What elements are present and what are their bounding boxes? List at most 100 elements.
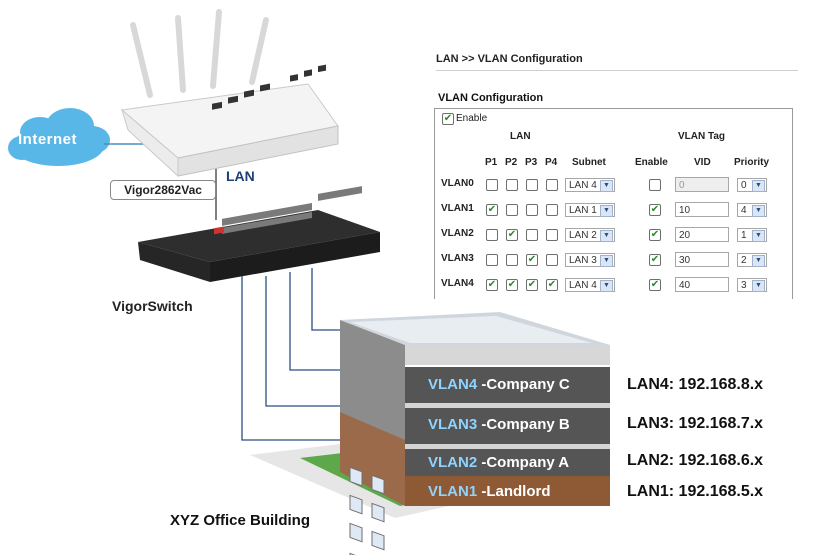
breadcrumb: LAN >> VLAN Configuration	[436, 53, 583, 65]
priority-select[interactable]: 2▼	[737, 253, 767, 267]
floor-label: VLAN2 -Company A	[428, 454, 569, 471]
port-checkbox-p3[interactable]: ✔	[526, 254, 538, 266]
lan-subnet-label: LAN2: 192.168.6.x	[627, 452, 764, 469]
switch-icon	[138, 186, 380, 282]
floor-tenant: -Company A	[481, 454, 570, 471]
building-icon	[340, 312, 610, 555]
floor-vlan: VLAN4	[428, 376, 478, 393]
lan-subnet-label: LAN3: 192.168.7.x	[627, 415, 764, 432]
priority-value: 1	[741, 230, 747, 241]
priority-value: 3	[741, 280, 747, 291]
port-checkbox-p1[interactable]	[486, 179, 498, 191]
vid-input[interactable]: 0	[675, 177, 729, 192]
col-header-subnet: Subnet	[572, 157, 606, 168]
port-checkbox-p3[interactable]	[526, 229, 538, 241]
enable-checkbox[interactable]: ✔	[442, 113, 454, 125]
port-checkbox-p1[interactable]	[486, 229, 498, 241]
chevron-down-icon: ▼	[752, 280, 765, 292]
priority-value: 4	[741, 205, 747, 216]
port-checkbox-p3[interactable]: ✔	[526, 279, 538, 291]
subnet-value: LAN 1	[569, 205, 597, 216]
chevron-down-icon: ▼	[600, 280, 613, 292]
subnet-value: LAN 3	[569, 255, 597, 266]
floor-label: VLAN4 -Company C	[428, 376, 570, 393]
port-checkbox-p2[interactable]	[506, 204, 518, 216]
lan-subnet-label: LAN1: 192.168.5.x	[627, 483, 764, 500]
col-header-p3: P3	[525, 157, 538, 168]
port-checkbox-p4[interactable]	[546, 179, 558, 191]
tag-enable-checkbox[interactable]: ✔	[649, 254, 661, 266]
floor-vlan: VLAN2	[428, 454, 478, 471]
port-checkbox-p1[interactable]: ✔	[486, 279, 498, 291]
floor-tenant: -Company B	[481, 416, 570, 433]
col-header-enable: Enable	[635, 157, 668, 168]
tag-enable-checkbox[interactable]: ✔	[649, 229, 661, 241]
lan-subnet-label: LAN4: 192.168.8.x	[627, 376, 764, 393]
tag-enable-checkbox[interactable]	[649, 179, 661, 191]
port-checkbox-p1[interactable]: ✔	[486, 204, 498, 216]
floor-label: VLAN1 -Landlord	[428, 483, 551, 500]
port-checkbox-p2[interactable]: ✔	[506, 229, 518, 241]
breadcrumb-divider	[436, 70, 798, 71]
port-checkbox-p1[interactable]	[486, 254, 498, 266]
col-header-p1: P1	[485, 157, 498, 168]
col-header-vid: VID	[694, 157, 711, 168]
subnet-select[interactable]: LAN 3▼	[565, 253, 615, 267]
internet-label: Internet	[18, 131, 78, 148]
port-checkbox-p4[interactable]	[546, 204, 558, 216]
vlan-row-label: VLAN0	[441, 178, 474, 189]
router-icon	[120, 64, 339, 178]
subnet-select[interactable]: LAN 1▼	[565, 203, 615, 217]
port-checkbox-p4[interactable]	[546, 229, 558, 241]
col-header-p2: P2	[505, 157, 518, 168]
chevron-down-icon: ▼	[600, 205, 613, 217]
floor-vlan: VLAN1	[428, 483, 478, 500]
priority-select[interactable]: 0▼	[737, 178, 767, 192]
port-checkbox-p4[interactable]	[546, 254, 558, 266]
chevron-down-icon: ▼	[752, 205, 765, 217]
floor-vlan: VLAN3	[428, 416, 478, 433]
col-header-priority: Priority	[734, 157, 770, 168]
vlan-row-label: VLAN4	[441, 278, 474, 289]
building-label: XYZ Office Building	[170, 512, 311, 529]
vid-input[interactable]: 20	[675, 227, 729, 242]
subnet-select[interactable]: LAN 4▼	[565, 278, 615, 292]
chevron-down-icon: ▼	[600, 180, 613, 192]
subnet-value: LAN 4	[569, 180, 597, 191]
port-checkbox-p2[interactable]	[506, 179, 518, 191]
subnet-select[interactable]: LAN 2▼	[565, 228, 615, 242]
priority-select[interactable]: 4▼	[737, 203, 767, 217]
chevron-down-icon: ▼	[600, 255, 613, 267]
lan-group-header: LAN	[510, 131, 531, 142]
priority-value: 2	[741, 255, 747, 266]
subnet-select[interactable]: LAN 4▼	[565, 178, 615, 192]
tag-enable-checkbox[interactable]: ✔	[649, 279, 661, 291]
chevron-down-icon: ▼	[600, 230, 613, 242]
internet-cloud-icon	[8, 108, 110, 166]
router-antennas-icon	[130, 9, 269, 98]
floor-tenant: -Landlord	[481, 483, 551, 500]
port-checkbox-p4[interactable]: ✔	[546, 279, 558, 291]
vid-input[interactable]: 30	[675, 252, 729, 267]
col-header-p4: P4	[545, 157, 558, 168]
subnet-value: LAN 2	[569, 230, 597, 241]
tag-enable-checkbox[interactable]: ✔	[649, 204, 661, 216]
chevron-down-icon: ▼	[752, 255, 765, 267]
enable-label: Enable	[456, 113, 488, 124]
port-checkbox-p3[interactable]	[526, 179, 538, 191]
chevron-down-icon: ▼	[752, 180, 765, 192]
vid-input[interactable]: 10	[675, 202, 729, 217]
priority-select[interactable]: 3▼	[737, 278, 767, 292]
chevron-down-icon: ▼	[752, 230, 765, 242]
router-lan-label: LAN	[226, 168, 255, 184]
port-checkbox-p3[interactable]	[526, 204, 538, 216]
section-title: VLAN Configuration	[438, 92, 544, 104]
floor-label: VLAN3 -Company B	[428, 416, 570, 433]
port-checkbox-p2[interactable]: ✔	[506, 279, 518, 291]
port-checkbox-p2[interactable]	[506, 254, 518, 266]
vlan-row-label: VLAN1	[441, 203, 474, 214]
router-model-label: Vigor2862Vac	[110, 180, 216, 200]
priority-select[interactable]: 1▼	[737, 228, 767, 242]
vid-input[interactable]: 40	[675, 277, 729, 292]
floor-cables	[241, 268, 344, 441]
